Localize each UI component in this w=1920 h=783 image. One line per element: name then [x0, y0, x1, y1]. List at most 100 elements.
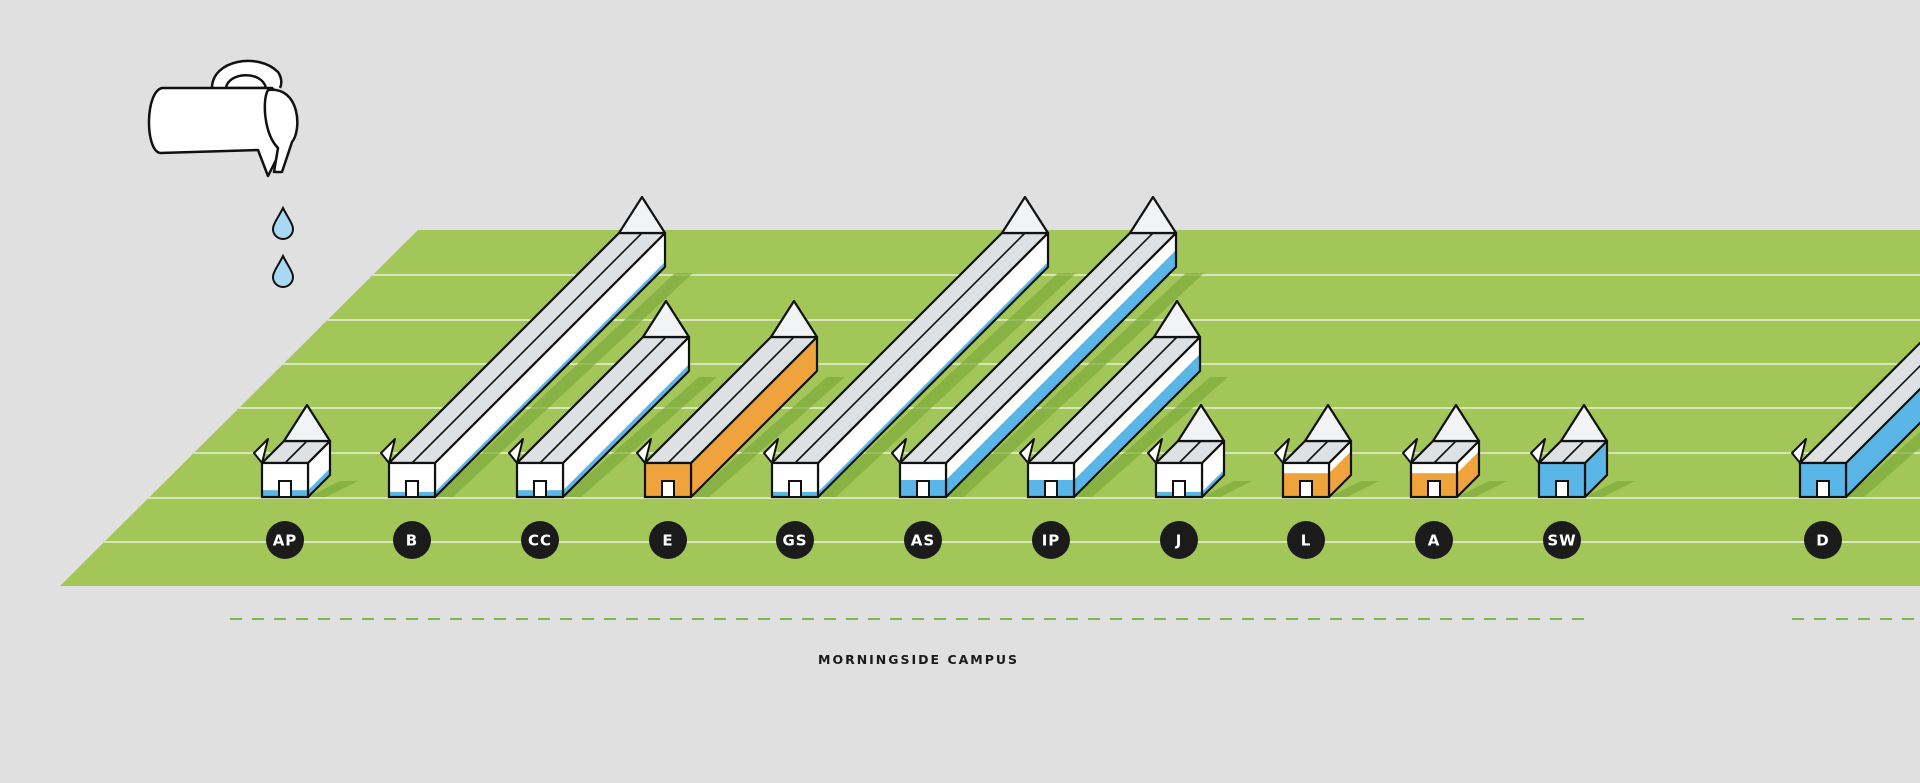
building-roof-ridge: [1050, 336, 1178, 464]
building-fill-level: [1457, 451, 1479, 497]
building-code-label: SW: [1547, 532, 1576, 550]
building-badge: [904, 521, 942, 559]
building-gs: GS: [763, 195, 1076, 559]
building-code-label: A: [1428, 532, 1441, 550]
building-gable-front: [1147, 438, 1163, 464]
building-door: [1816, 480, 1830, 498]
building-gable-front: [508, 438, 524, 464]
campus-label: MORNINGSIDE CAMPUS: [818, 652, 1019, 667]
building-shadow: [818, 273, 1076, 497]
building-badge: [1804, 521, 1842, 559]
building-door: [788, 480, 802, 498]
building-badge: [1543, 521, 1581, 559]
building-fill-level: [308, 468, 330, 497]
building-code-label: J: [1175, 532, 1183, 550]
building-gable: [1128, 195, 1178, 235]
building-door: [405, 480, 419, 498]
building-badge: [1287, 521, 1325, 559]
building-gable: [1303, 403, 1353, 443]
building-roof-ridge: [794, 232, 1026, 464]
building-shadow: [308, 481, 358, 497]
building-l: L: [1274, 403, 1379, 559]
building-badge: [393, 521, 431, 559]
building-code-label: B: [406, 532, 418, 550]
building-code-label: L: [1301, 532, 1312, 550]
building-cc: CC: [508, 299, 717, 559]
building-badge: [1160, 521, 1198, 559]
building-door: [1299, 480, 1313, 498]
building-j: J: [1147, 403, 1252, 559]
building-shadow: [1202, 481, 1252, 497]
building-door: [916, 480, 930, 498]
building-badge: [521, 521, 559, 559]
building-gable-front: [1274, 438, 1290, 464]
building-side-face: [308, 441, 330, 497]
building-door: [278, 480, 292, 498]
building-badge: [1032, 521, 1070, 559]
building-ip: IP: [1019, 299, 1228, 559]
building-door: [661, 480, 675, 498]
building-shadow: [563, 377, 717, 497]
building-door: [1427, 480, 1441, 498]
building-as: AS: [891, 195, 1204, 559]
building-gable-front: [380, 438, 396, 464]
building-shadow: [946, 273, 1204, 497]
building-gable-front: [763, 438, 779, 464]
building-roof-ridge: [1305, 440, 1329, 464]
building-shadow: [691, 377, 845, 497]
building-code-label: CC: [528, 532, 552, 550]
building-fill-level: [1846, 389, 1920, 497]
building-roof-ridge: [539, 336, 667, 464]
water-drop-icon: [271, 253, 295, 288]
building-gable-front: [1530, 438, 1546, 464]
building-shadow: [1585, 481, 1635, 497]
building-gable-front: [253, 438, 269, 464]
water-drop-icon: [271, 205, 295, 240]
building-gable: [1431, 403, 1481, 443]
building-roof-ridge: [1178, 440, 1202, 464]
building-code-label: D: [1816, 532, 1829, 550]
building-side-face: [435, 233, 665, 497]
building-gable: [769, 299, 819, 339]
building-gable: [641, 299, 691, 339]
building-b: B: [380, 195, 693, 559]
building-roof-ridge: [1561, 440, 1585, 464]
building-shadow: [1457, 481, 1507, 497]
building-fill-level: [946, 250, 1176, 497]
building-roof-ridge: [284, 440, 308, 464]
building-code-label: IP: [1042, 532, 1061, 550]
building-code-label: GS: [782, 532, 807, 550]
building-badge: [649, 521, 687, 559]
building-badge: [776, 521, 814, 559]
building-side-face: [563, 337, 689, 497]
building-a: A: [1402, 403, 1507, 559]
building-shadow: [1074, 377, 1228, 497]
building-door: [1044, 480, 1058, 498]
building-sw: SW: [1530, 403, 1635, 559]
building-gable-front: [636, 438, 652, 464]
building-door: [533, 480, 547, 498]
building-shadow: [435, 273, 693, 497]
building-door: [1172, 480, 1186, 498]
building-d: D: [1791, 341, 1920, 559]
building-gable-front: [1791, 438, 1807, 464]
building-shadow: [1329, 481, 1379, 497]
building-gable: [1000, 195, 1050, 235]
building-roof-ridge: [922, 232, 1154, 464]
building-gable-front: [1019, 438, 1035, 464]
building-gable: [1152, 299, 1202, 339]
building-side-face: [818, 233, 1048, 497]
building-roof-ridge: [667, 336, 795, 464]
building-roof-ridge: [1822, 364, 1920, 464]
building-badge: [266, 521, 304, 559]
building-fill-level: [1585, 441, 1607, 497]
building-fill-level: [1329, 451, 1351, 497]
building-code-label: E: [662, 532, 673, 550]
building-fill-level: [563, 364, 689, 497]
building-fill-level: [691, 337, 817, 497]
building-ap: AP: [253, 403, 358, 559]
building-gable: [1176, 403, 1226, 443]
building-roof-ridge: [1433, 440, 1457, 464]
